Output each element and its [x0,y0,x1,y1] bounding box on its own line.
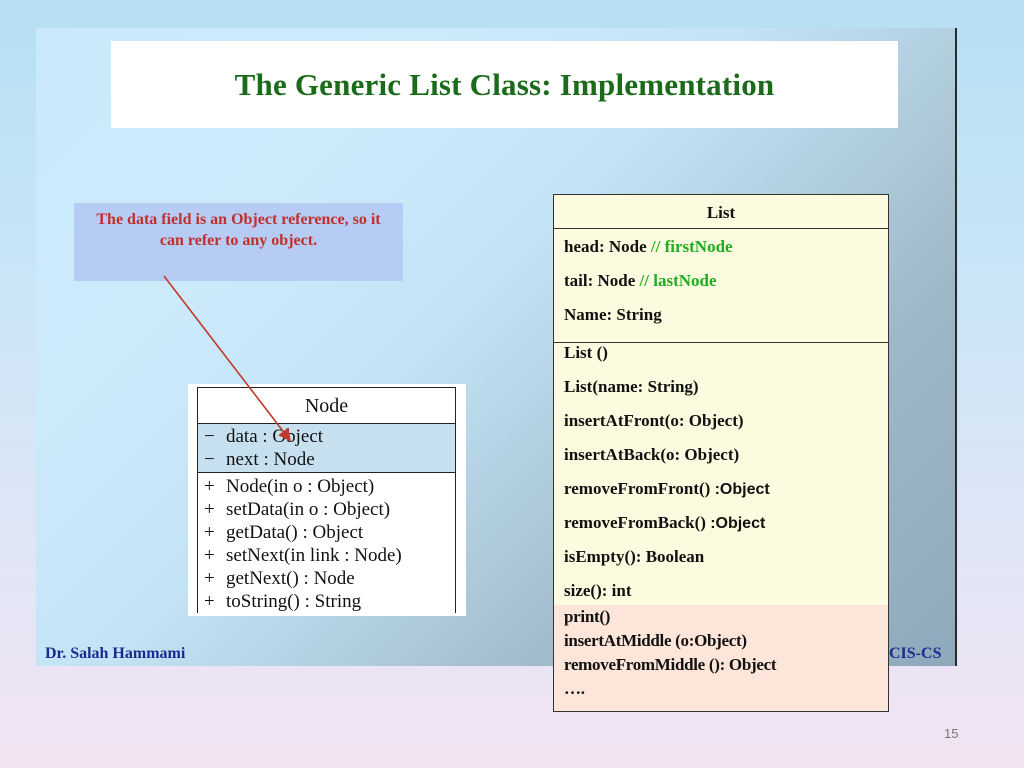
list-class-name: List [554,195,888,229]
slide-border [955,28,957,666]
node-attribute: −next : Node [204,448,455,471]
page-number: 15 [944,726,959,741]
method-text: removeFromBack() [564,513,711,532]
visibility-marker: + [204,568,215,589]
node-methods: + Node(in o : Object) + setData(in o : Obj… [198,473,455,613]
list-method: removeFromBack() :Object [564,513,888,547]
visibility-marker: − [204,426,215,447]
node-method: + getData() : Object [204,521,455,544]
list-method: List(name: String) [564,377,888,411]
list-methods: List () List(name: String) insertAtFront… [554,343,888,615]
list-extra-method: removeFromMiddle (): Object [564,655,777,674]
list-extra-method: …. [564,679,585,698]
method-text: size(): int [564,581,632,600]
footer-dept: CIS-CS [889,645,942,662]
method-text: removeFromFront() [564,479,715,498]
visibility-marker: + [204,545,215,566]
list-method: removeFromFront() :Object [564,479,888,513]
attribute-comment: // firstNode [650,237,733,256]
method-text: Node(in o : Object) [226,476,375,497]
list-attributes: head: Node // firstNode tail: Node // la… [554,229,888,343]
list-extra-method: insertAtMiddle (o:Object) [564,631,747,650]
list-attribute: Name: String [564,305,888,339]
callout-note: The data field is an Object reference, s… [74,203,403,281]
method-text: List () [564,343,608,362]
list-method: isEmpty(): Boolean [564,547,888,581]
slide-title: The Generic List Class: Implementation [234,66,775,102]
list-extra-method: print() [564,607,611,626]
node-method: + setNext(in link : Node) [204,544,455,567]
visibility-marker: + [204,499,215,520]
attribute-text: data : Object [226,426,324,447]
node-method: + setData(in o : Object) [204,498,455,521]
list-class-diagram: List head: Node // firstNode tail: Node … [553,194,889,712]
footer-author: Dr. Salah Hammami [45,645,186,662]
method-text: insertAtFront(o: Object) [564,411,744,430]
list-method: insertAtBack(o: Object) [564,445,888,479]
method-return: :Object [714,481,770,498]
node-class-diagram: Node −data : Object −next : Node + Node(i… [188,384,466,616]
list-attribute: tail: Node // lastNode [564,271,888,305]
method-text: insertAtBack(o: Object) [564,445,740,464]
method-text: setData(in o : Object) [226,499,391,520]
node-class-name: Node [198,388,455,424]
method-return: :Object [710,515,766,532]
list-method: List () [564,343,888,377]
list-method: size(): int [564,581,888,615]
list-attribute: head: Node // firstNode [564,237,888,271]
method-text: getNext() : Node [226,568,355,589]
method-text: toString() : String [226,591,362,612]
method-text: setNext(in link : Node) [226,545,402,566]
node-attribute: −data : Object [204,425,455,448]
node-attributes: −data : Object −next : Node [198,424,455,473]
attribute-comment: // lastNode [639,271,717,290]
method-text: isEmpty(): Boolean [564,547,705,566]
list-extra-methods: print() insertAtMiddle (o:Object) remove… [554,605,888,711]
attribute-text: tail: Node [564,271,640,290]
method-text: getData() : Object [226,522,364,543]
visibility-marker: + [204,522,215,543]
node-method: + getNext() : Node [204,567,455,590]
visibility-marker: + [204,476,215,497]
list-method: insertAtFront(o: Object) [564,411,888,445]
node-class-frame: Node −data : Object −next : Node + Node(i… [197,387,456,613]
title-box: The Generic List Class: Implementation [111,41,898,128]
method-text: List(name: String) [564,377,699,396]
attribute-text: next : Node [226,449,315,470]
attribute-text: Name: String [564,305,662,324]
attribute-text: head: Node [564,237,651,256]
node-method: + toString() : String [204,590,455,613]
visibility-marker: − [204,449,215,470]
visibility-marker: + [204,591,215,612]
node-method: + Node(in o : Object) [204,475,455,498]
